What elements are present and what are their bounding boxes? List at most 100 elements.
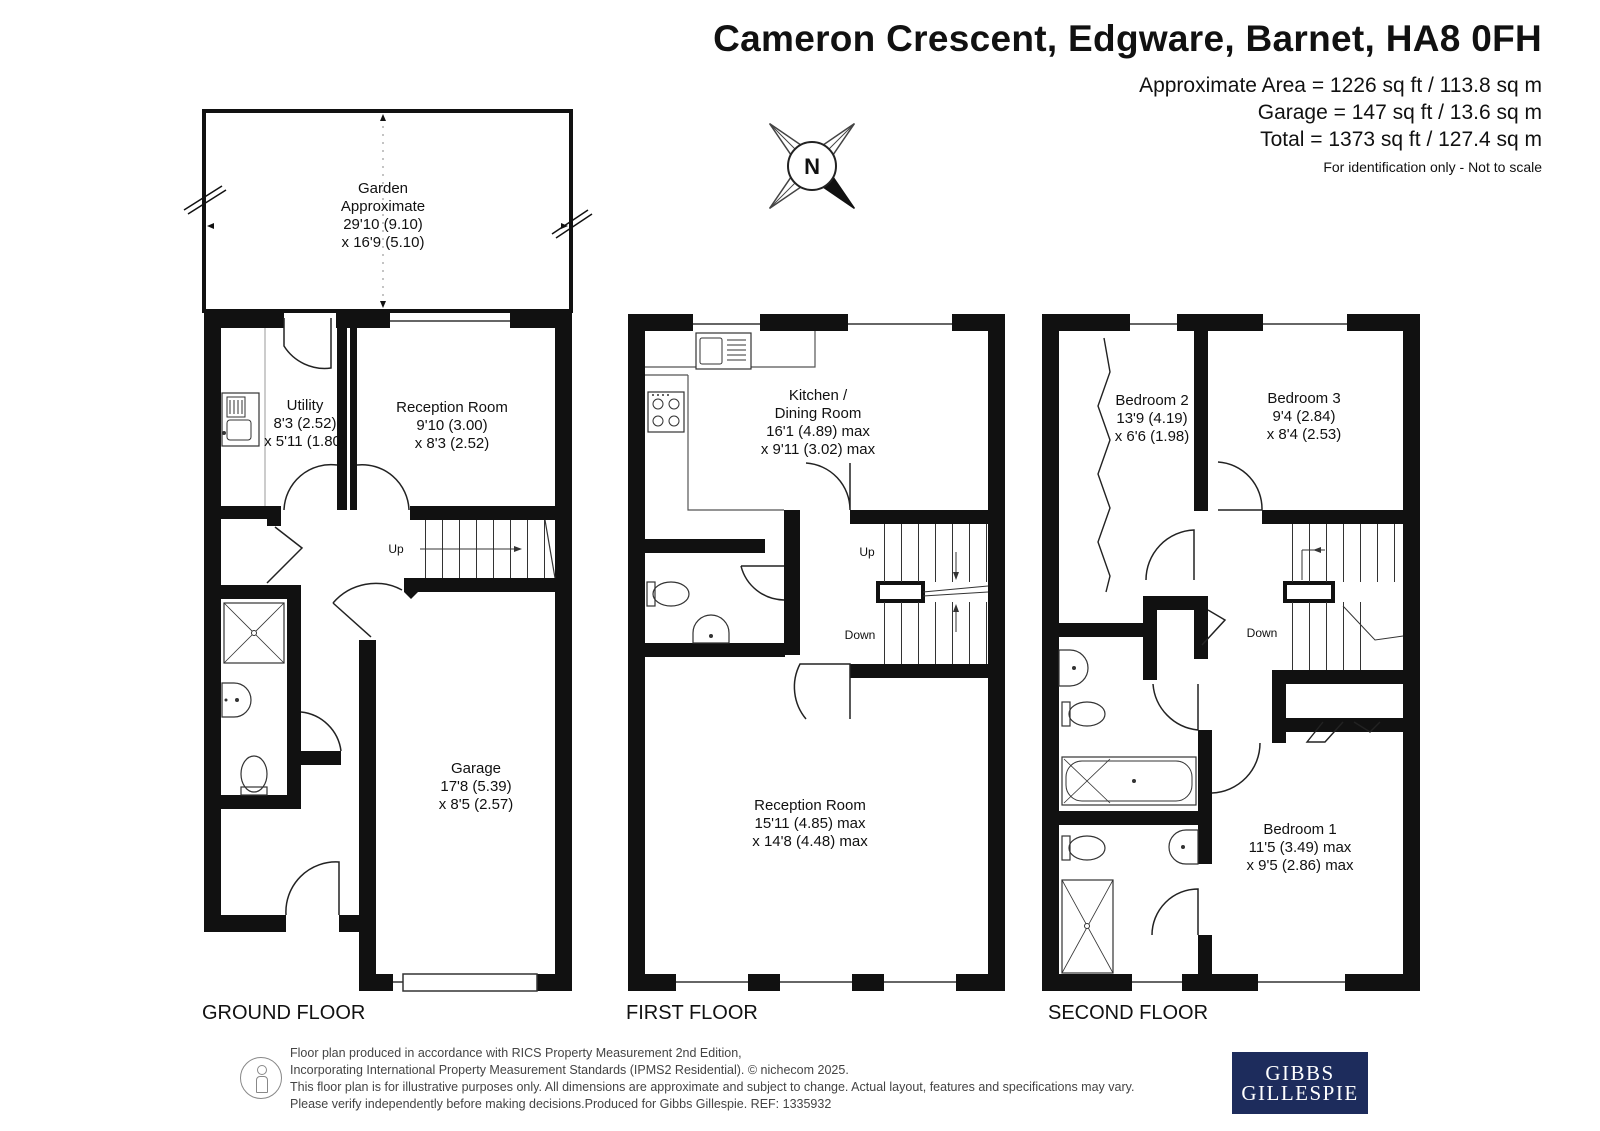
svg-text:x 8'4 (2.53): x 8'4 (2.53) [1267,426,1342,443]
svg-text:Bedroom 1: Bedroom 1 [1263,821,1336,838]
svg-text:Dining Room: Dining Room [775,405,862,422]
kitchen-label-1: Kitchen / [789,387,848,404]
garden-length: 29'10 (9.10) [343,216,423,233]
first-stairs-down-label: Down [845,628,876,642]
scale-disclaimer: For identification only - Not to scale [1323,159,1542,175]
utility-label: Utility [287,397,324,414]
first-stairs-up-label: Up [859,545,875,559]
logo-line-2: GILLESPIE [1241,1081,1359,1105]
toilet-icon [1061,701,1106,727]
second-stairs-down-label: Down [1247,626,1278,640]
shower-tray-icon [223,602,285,664]
approximate-area-line: Approximate Area = 1226 sq ft / 113.8 sq… [1139,74,1542,97]
garage-length: 17'8 (5.39) [440,778,511,795]
bedroom2-length: 13'9 (4.19) [1116,410,1187,427]
first-reception-width: x 14'8 (4.48) max [752,833,868,850]
first-reception-label: Reception Room [754,797,866,814]
garden-approx-label: Approximate [341,198,425,215]
svg-text:x 14'8 (4.48) max: x 14'8 (4.48) max [752,833,868,850]
utility-width: x 5'11 (1.80) [264,433,346,450]
bedroom3-width: x 8'4 (2.53) [1267,426,1342,443]
first-floor-plan: Up Down Kitchen / Dining Room 16'1 (4.89… [626,314,1005,1024]
svg-text:Bedroom 2: Bedroom 2 [1115,392,1188,409]
first-reception-length: 15'11 (4.85) max [755,815,866,832]
ground-stairs-up-label: Up [388,542,404,556]
bedroom2-label: Bedroom 2 [1115,392,1188,409]
svg-text:9'4 (2.84): 9'4 (2.84) [1273,408,1336,425]
kitchen-width: x 9'11 (3.02) max [761,441,876,458]
ground-floor-plan: Up Garden Approximate 29'10 [183,109,593,1024]
total-area-line: Total = 1373 sq ft / 127.4 sq m [1260,128,1542,151]
basin-icon [1168,829,1199,865]
svg-text:Utility: Utility [287,397,324,414]
svg-text:11'5 (3.49) max: 11'5 (3.49) max [1249,839,1352,856]
svg-text:8'3 (2.52): 8'3 (2.52) [274,415,337,432]
second-floor-plan: Down Be [1042,314,1420,1024]
svg-text:x 6'6 (1.98): x 6'6 (1.98) [1115,428,1190,445]
property-title: Cameron Crescent, Edgware, Barnet, HA8 0… [713,18,1542,59]
svg-text:x 9'11 (3.02) max: x 9'11 (3.02) max [761,441,876,458]
svg-text:13'9 (4.19): 13'9 (4.19) [1116,410,1187,427]
bedroom1-label: Bedroom 1 [1263,821,1336,838]
svg-text:Reception Room: Reception Room [396,399,508,416]
shower-tray-icon [1061,879,1114,974]
svg-text:x 8'3 (2.52): x 8'3 (2.52) [415,435,490,452]
svg-text:Garage: Garage [451,760,501,777]
basin-icon [221,682,252,718]
bathtub-icon [1061,756,1197,806]
utility-sink-icon [221,392,260,447]
svg-text:Reception Room: Reception Room [754,797,866,814]
svg-text:x 16'9 (5.10): x 16'9 (5.10) [342,234,425,251]
kitchen-label-2: Dining Room [775,405,862,422]
svg-text:15'11 (4.85) max: 15'11 (4.85) max [755,815,866,832]
bedroom3-label: Bedroom 3 [1267,390,1340,407]
basin-icon [1058,649,1089,687]
hob-icon [647,391,685,433]
kitchen-sink-icon [695,332,752,370]
footer-line: This floor plan is for illustrative purp… [290,1080,1135,1094]
bedroom2-width: x 6'6 (1.98) [1115,428,1190,445]
bedroom1-length: 11'5 (3.49) max [1249,839,1352,856]
garage-width: x 8'5 (2.57) [439,796,514,813]
compass-icon: N [768,122,856,210]
footer-text: Floor plan produced in accordance with R… [290,1045,1134,1113]
toilet-icon [646,581,690,607]
svg-text:Bedroom 3: Bedroom 3 [1267,390,1340,407]
svg-text:x 5'11 (1.80): x 5'11 (1.80) [264,433,346,450]
footer-line: Floor plan produced in accordance with R… [290,1046,742,1060]
garage-label: Garage [451,760,501,777]
ground-reception-width: x 8'3 (2.52) [415,435,490,452]
svg-text:x 8'5 (2.57): x 8'5 (2.57) [439,796,514,813]
footer-line: Incorporating International Property Mea… [290,1063,849,1077]
svg-text:Approximate: Approximate [341,198,425,215]
gibbs-gillespie-logo: GIBBS GILLESPIE [1232,1052,1368,1114]
ground-reception-length: 9'10 (3.00) [416,417,487,434]
bedroom1-width: x 9'5 (2.86) max [1246,857,1354,874]
first-floor-label: FIRST FLOOR [626,1002,758,1024]
garden-label: Garden [358,180,408,197]
compass-north-letter: N [804,154,820,179]
garden-width: x 16'9 (5.10) [342,234,425,251]
svg-text:Kitchen /: Kitchen / [789,387,848,404]
basin-icon [692,614,730,644]
header: Cameron Crescent, Edgware, Barnet, HA8 0… [713,18,1542,175]
bedroom3-length: 9'4 (2.84) [1273,408,1336,425]
second-floor-label: SECOND FLOOR [1048,1002,1208,1024]
svg-text:29'10 (9.10): 29'10 (9.10) [343,216,423,233]
garage-area-line: Garage = 147 sq ft / 13.6 sq m [1257,101,1542,124]
svg-text:Garden: Garden [358,180,408,197]
toilet-icon [240,755,268,796]
svg-text:16'1 (4.89) max: 16'1 (4.89) max [766,423,870,440]
footer-line: Please verify independently before makin… [290,1097,832,1111]
svg-text:17'8 (5.39): 17'8 (5.39) [440,778,511,795]
svg-text:9'10 (3.00): 9'10 (3.00) [416,417,487,434]
toilet-icon [1061,835,1106,861]
person-icon [240,1057,282,1099]
svg-text:x 9'5 (2.86) max: x 9'5 (2.86) max [1246,857,1354,874]
ground-reception-label: Reception Room [396,399,508,416]
ground-floor-label: GROUND FLOOR [202,1002,365,1024]
logo-line-1: GIBBS [1265,1061,1335,1085]
utility-length: 8'3 (2.52) [274,415,337,432]
kitchen-length: 16'1 (4.89) max [766,423,870,440]
